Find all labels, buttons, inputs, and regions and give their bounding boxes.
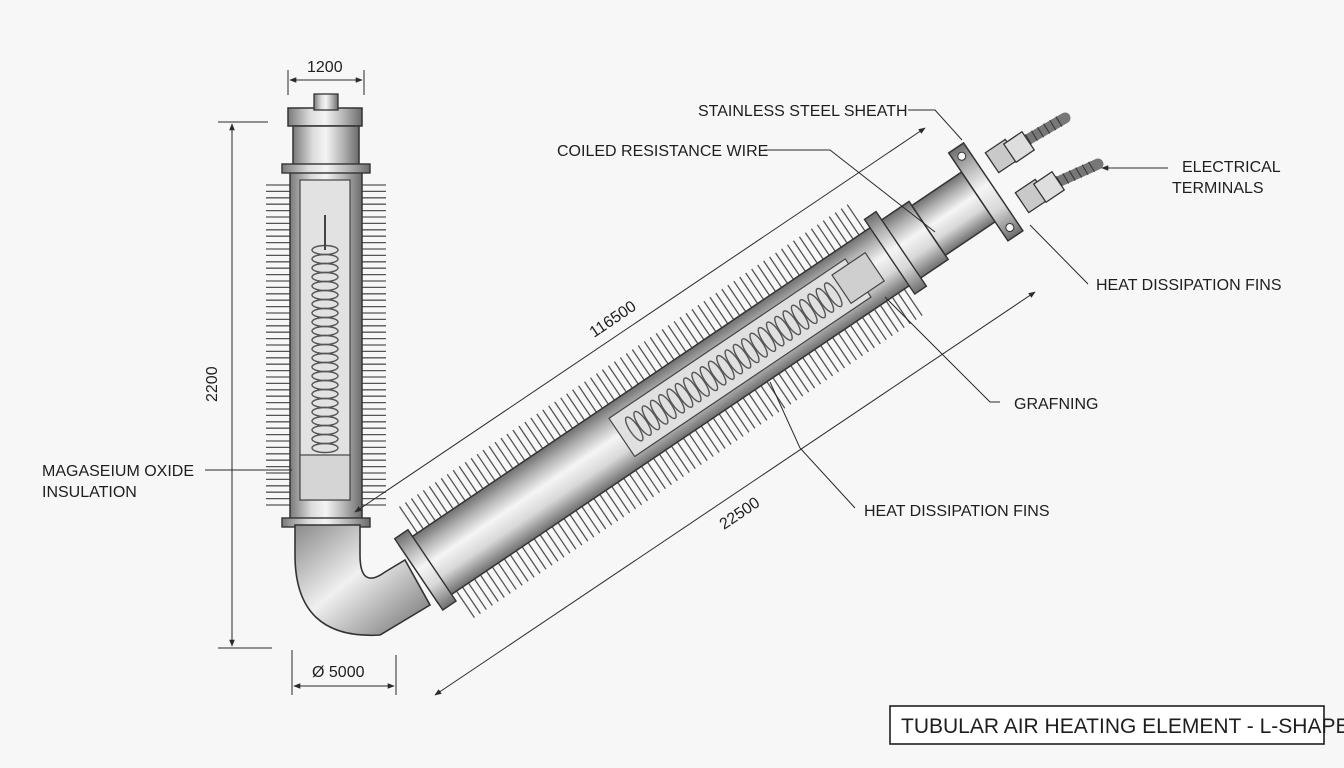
- label-coiled-resistance-wire: COILED RESISTANCE WIRE: [557, 143, 768, 160]
- dim-diagonal-upper: 116500: [587, 298, 640, 341]
- label-stainless-steel-sheath: STAINLESS STEEL SHEATH: [698, 103, 908, 120]
- vertical-top-cap: [287, 107, 363, 127]
- elbow-bend: [294, 524, 432, 637]
- label-magnesium-oxide-line2: INSULATION: [42, 484, 137, 501]
- vertical-section: [266, 93, 386, 528]
- diagonal-section: [393, 141, 1024, 618]
- dim-diagonal-lower: 22500: [717, 494, 763, 533]
- label-magnesium-oxide-line1: MAGASEIUM OXIDE: [42, 463, 194, 480]
- label-heat-dissipation-fins-center: HEAT DISSIPATION FINS: [864, 503, 1050, 520]
- diagonal-cutaway: [608, 258, 872, 458]
- diagram-title: TUBULAR AIR HEATING ELEMENT - L-SHAPE: [901, 715, 1344, 738]
- leader-lines: [205, 109, 1168, 509]
- electrical-terminals: [984, 112, 1104, 214]
- label-grafning: GRAFNING: [1014, 396, 1098, 413]
- title-box: [889, 705, 1325, 745]
- dimension-lines: [218, 70, 1036, 696]
- label-electrical-terminals-line1: ELECTRICAL: [1182, 159, 1281, 176]
- label-electrical-terminals-line2: TERMINALS: [1172, 180, 1264, 197]
- dim-top-width: 1200: [307, 59, 343, 76]
- terminal-flange: [947, 141, 1024, 242]
- dim-vertical-height: 2200: [204, 366, 221, 402]
- terminal-stud-1: [984, 112, 1071, 174]
- terminal-stud-2: [1014, 158, 1104, 214]
- vertical-coil: [311, 244, 339, 454]
- dim-bend-diameter: Ø 5000: [312, 664, 365, 681]
- coil-turn: [311, 442, 339, 454]
- label-heat-dissipation-fins-right: HEAT DISSIPATION FINS: [1096, 277, 1282, 294]
